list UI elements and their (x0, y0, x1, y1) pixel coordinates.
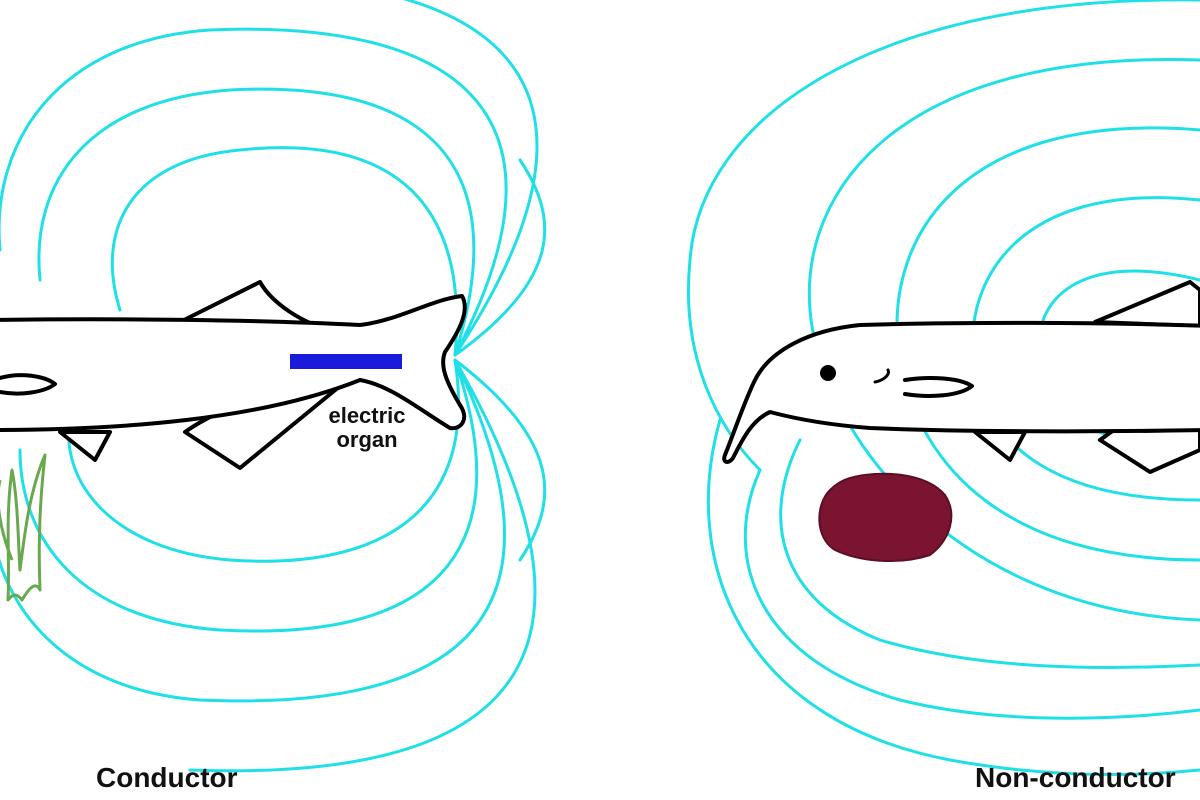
organ-label-line1: electric (328, 403, 406, 428)
non-conductor-title: Non-conductor (975, 762, 1176, 793)
electric-organ-label: electric organ (312, 404, 422, 452)
left-fish (0, 280, 467, 470)
right-fish (722, 280, 1200, 474)
plant-icon (0, 453, 47, 602)
fish-eye-icon (820, 365, 836, 381)
rock-icon (818, 472, 953, 563)
conductor-title: Conductor (96, 762, 238, 793)
organ-label-line2: organ (336, 427, 398, 452)
left-field-lines (0, 0, 547, 773)
electric-organ-bar (290, 354, 402, 369)
